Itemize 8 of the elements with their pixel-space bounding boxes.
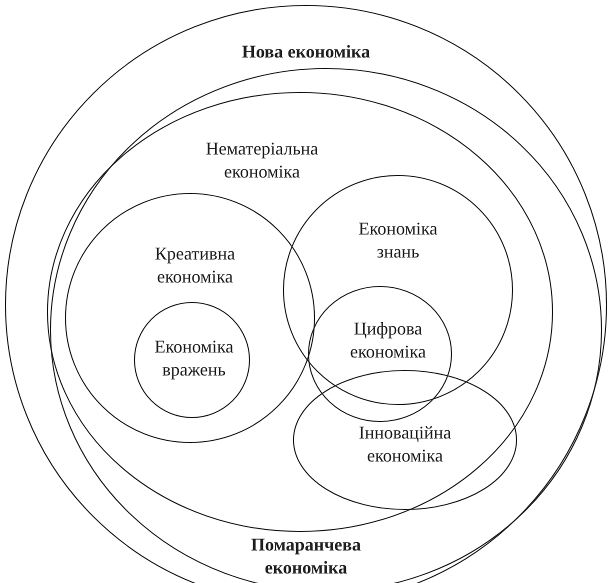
set-label: Креативна економіка	[154, 242, 236, 289]
set-label: Цифрова економіка	[349, 318, 427, 364]
set-label: Економіка вражень	[154, 336, 234, 382]
set-label: Помаранчева економіка	[250, 534, 362, 580]
set-label: Нематеріальна економіка	[204, 138, 320, 184]
set-label: Нова економіка	[240, 40, 372, 64]
set-label: Інноваційна економіка	[358, 422, 452, 468]
set-label: Економіка знань	[358, 218, 438, 264]
